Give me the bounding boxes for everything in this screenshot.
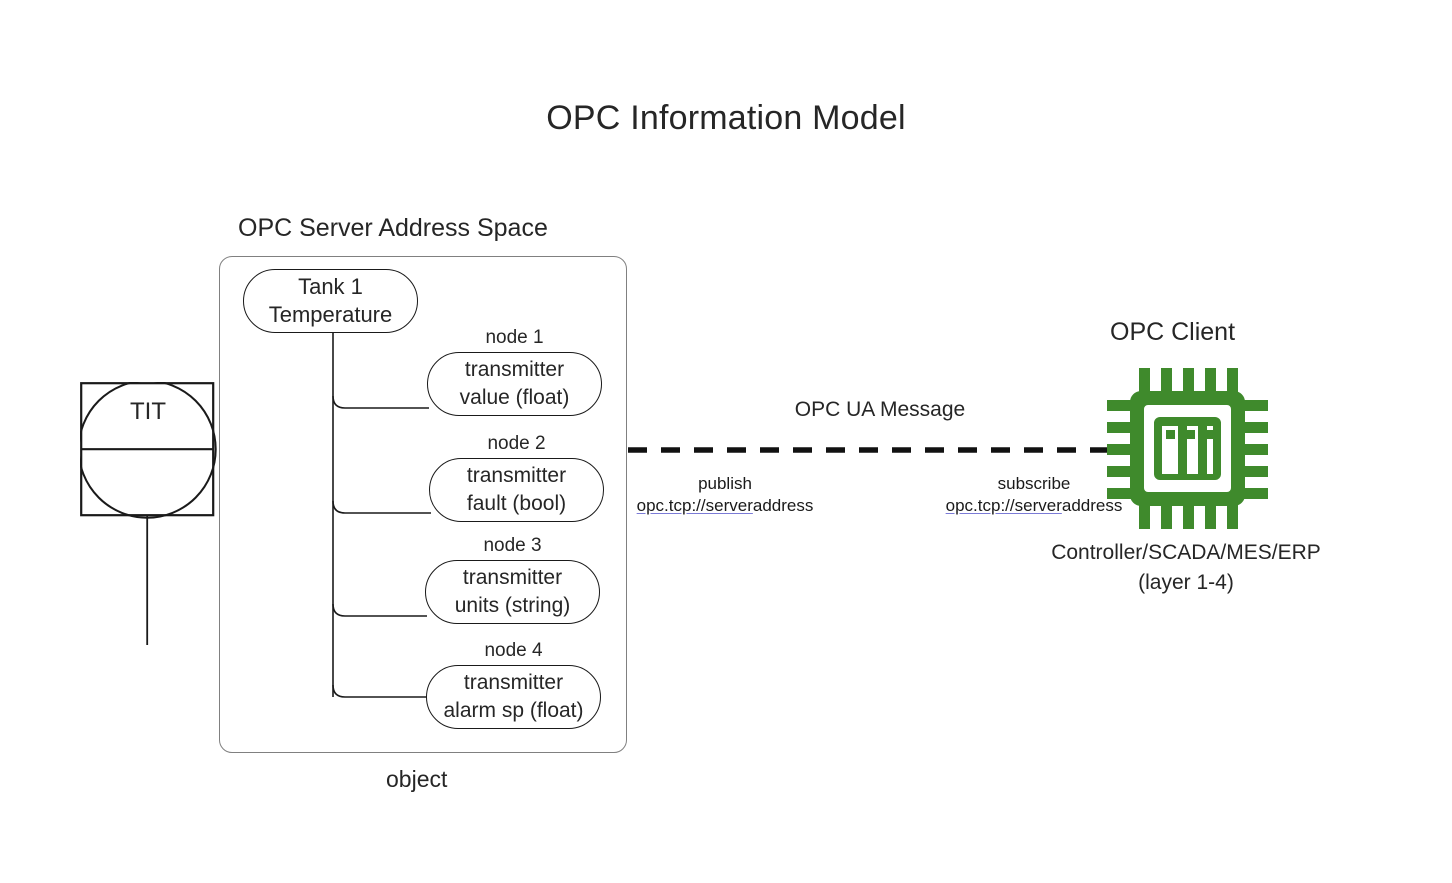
subscribe-endpoint: subscribe opc.tcp://serveraddress — [910, 473, 1158, 517]
subscribe-url-linked: opc.tcp://server — [945, 496, 1062, 515]
node-transmitter-value[interactable]: transmitter value (float) — [427, 352, 602, 416]
node-1-caption: node 1 — [485, 327, 544, 348]
publish-verb: publish — [698, 474, 752, 493]
client-caption-line2: (layer 1-4) — [1138, 571, 1234, 594]
node-root-line2: Temperature — [268, 302, 393, 327]
opc-ua-message-label: OPC UA Message — [794, 398, 966, 421]
client-caption-line1: Controller/SCADA/MES/ERP — [1051, 541, 1321, 564]
publish-endpoint: publish opc.tcp://serveraddress — [600, 473, 850, 517]
publish-url-linked: opc.tcp://server — [636, 496, 753, 515]
node-2-line2: fault (bool) — [466, 492, 567, 515]
node-transmitter-units[interactable]: transmitter units (string) — [425, 560, 600, 624]
node-tank1-temperature[interactable]: Tank 1 Temperature — [243, 269, 418, 333]
publish-url[interactable]: opc.tcp://serveraddress — [600, 495, 850, 517]
subscribe-url[interactable]: opc.tcp://serveraddress — [910, 495, 1158, 517]
node-2-line1: transmitter — [466, 464, 567, 487]
node-4-line2: alarm sp (float) — [443, 699, 584, 722]
node-1-line2: value (float) — [459, 386, 570, 409]
opc-ua-message-link — [628, 447, 1112, 453]
node-2-caption: node 2 — [487, 433, 546, 454]
server-address-space-title: OPC Server Address Space — [238, 214, 548, 242]
page-title: OPC Information Model — [546, 99, 906, 137]
node-3-caption: node 3 — [483, 535, 542, 556]
node-4-caption: node 4 — [484, 640, 543, 661]
subscribe-verb: subscribe — [997, 474, 1071, 493]
opc-client-caption: Controller/SCADA/MES/ERP (layer 1-4) — [986, 538, 1386, 598]
publish-url-plain: address — [752, 496, 814, 515]
node-transmitter-fault[interactable]: transmitter fault (bool) — [429, 458, 604, 522]
cpu-chip-icon — [1107, 368, 1268, 529]
subscribe-url-plain: address — [1061, 496, 1123, 515]
node-root-line1: Tank 1 — [298, 274, 363, 299]
node-tree-connectors — [332, 333, 431, 698]
object-label: object — [386, 766, 448, 792]
instrument-balloon-icon — [80, 382, 217, 645]
node-3-line2: units (string) — [454, 594, 571, 617]
node-1-line1: transmitter — [464, 358, 565, 381]
instrument-tag-label: TIT — [130, 398, 166, 425]
node-3-line1: transmitter — [462, 566, 563, 589]
opc-client-title: OPC Client — [1110, 318, 1236, 346]
node-4-line1: transmitter — [463, 671, 564, 694]
node-transmitter-alarm-sp[interactable]: transmitter alarm sp (float) — [426, 665, 601, 729]
